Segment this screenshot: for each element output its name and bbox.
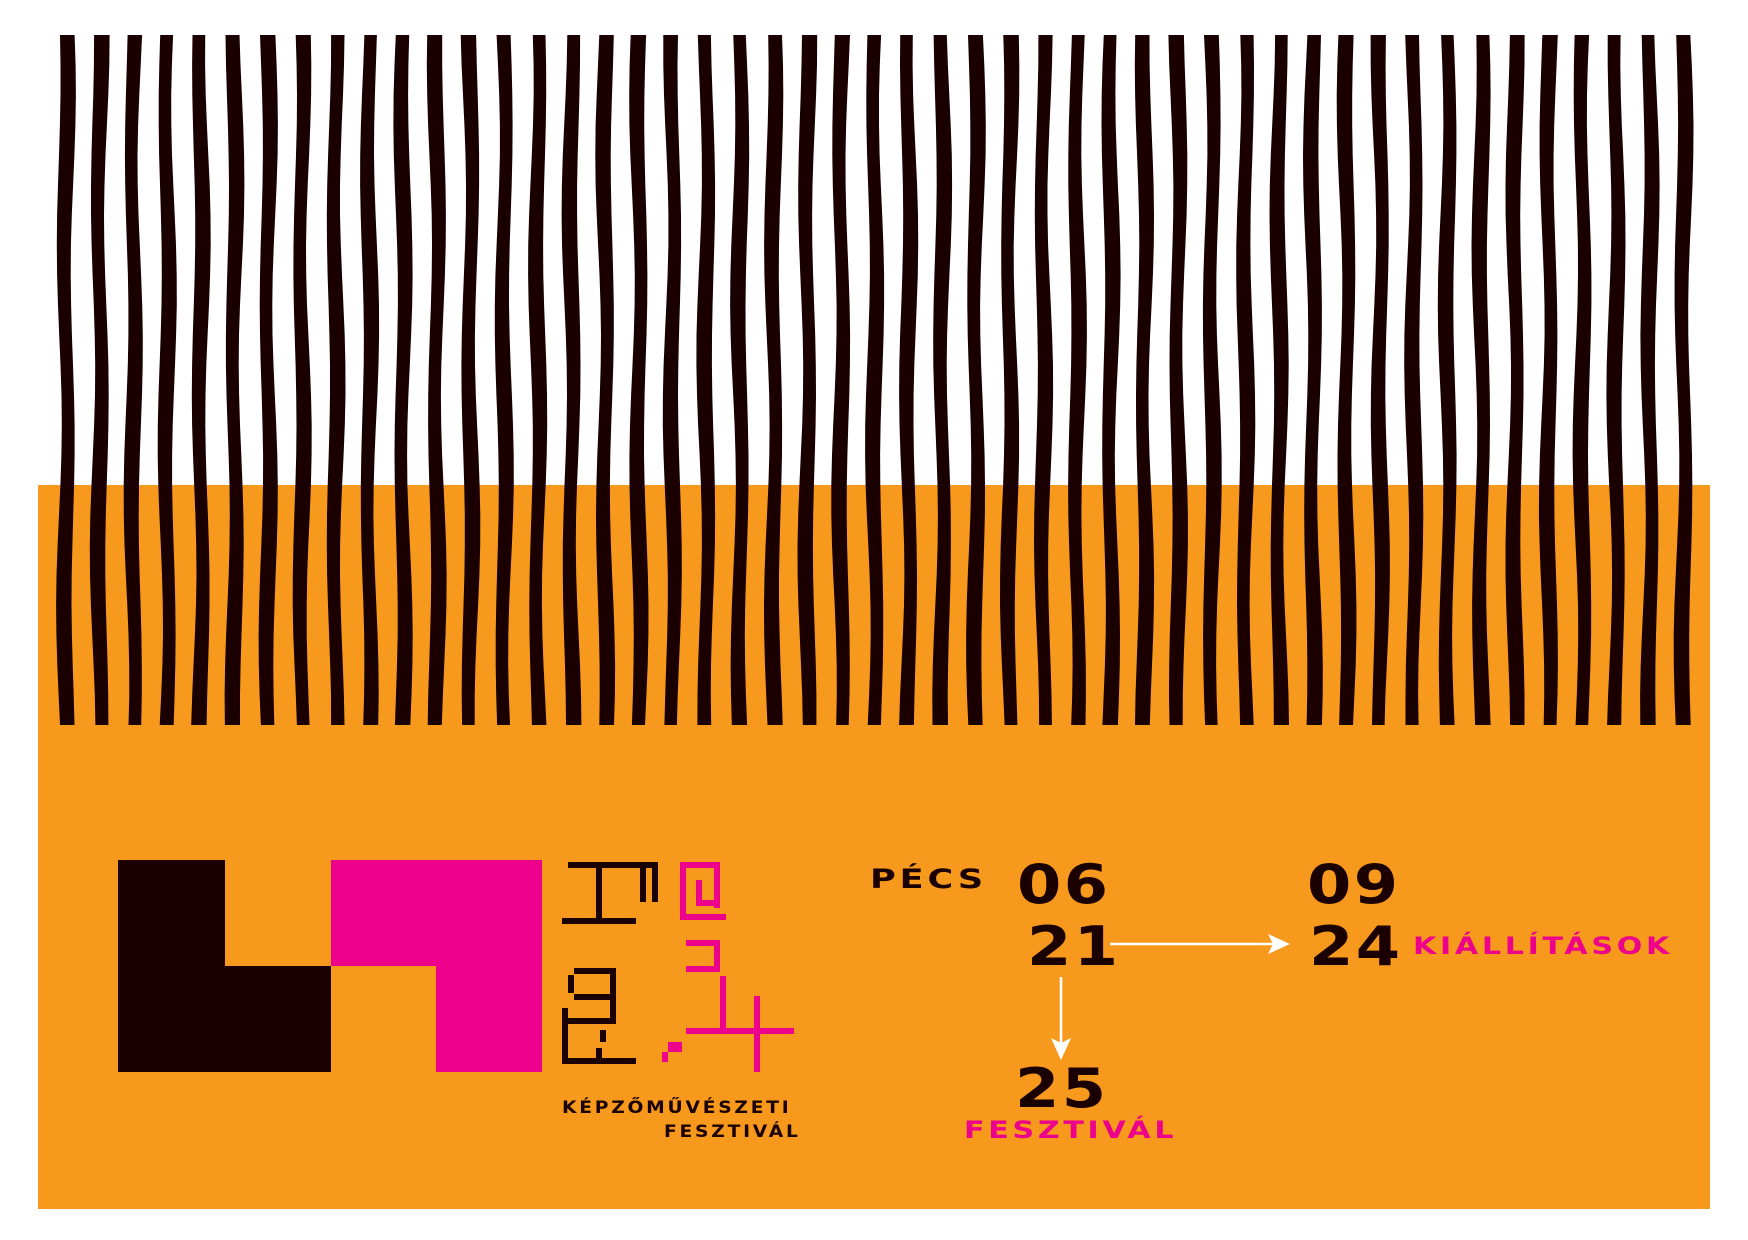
stripe bbox=[764, 35, 784, 725]
stripe bbox=[1068, 35, 1087, 725]
stripe bbox=[932, 35, 953, 725]
stripe bbox=[1370, 35, 1390, 725]
pixel-glyph-logo bbox=[562, 862, 794, 1072]
start-day: 21 bbox=[1027, 915, 1121, 978]
logo-mark bbox=[118, 860, 542, 1072]
stripe bbox=[123, 35, 143, 725]
stripe bbox=[224, 35, 245, 725]
stripe bbox=[157, 35, 177, 725]
stripe bbox=[561, 35, 582, 725]
stripe bbox=[1168, 35, 1188, 725]
stripe bbox=[662, 35, 682, 725]
stripe bbox=[730, 35, 750, 725]
stripe bbox=[56, 35, 76, 725]
stripe bbox=[1606, 35, 1626, 725]
stripe bbox=[1404, 35, 1424, 725]
stripe bbox=[1673, 35, 1694, 725]
city-label: PÉCS bbox=[870, 864, 987, 895]
arrow-right bbox=[1110, 934, 1290, 954]
stripe bbox=[797, 35, 818, 725]
stripe bbox=[1505, 35, 1525, 725]
stripe bbox=[426, 35, 447, 725]
stripe bbox=[393, 35, 413, 725]
stripe bbox=[1000, 35, 1020, 725]
end-day: 24 bbox=[1309, 915, 1403, 978]
stripe bbox=[696, 35, 716, 725]
stripe bbox=[326, 35, 346, 725]
stripe bbox=[460, 35, 481, 725]
stripe bbox=[595, 35, 616, 725]
stripe bbox=[360, 35, 380, 725]
stripe bbox=[1538, 35, 1558, 725]
stripe bbox=[1202, 35, 1222, 725]
stripe bbox=[1236, 35, 1256, 725]
stripe bbox=[292, 35, 312, 725]
stripe bbox=[899, 35, 919, 725]
stripe bbox=[629, 35, 649, 725]
logo-tagline-line2: FESZTIVÁL bbox=[664, 1122, 801, 1142]
stripe bbox=[1269, 35, 1289, 725]
stripe bbox=[1640, 35, 1660, 725]
stripe bbox=[1471, 35, 1491, 725]
stripe bbox=[1437, 35, 1457, 725]
stripe bbox=[191, 35, 211, 725]
stripe bbox=[1134, 35, 1155, 725]
end-month: 09 bbox=[1307, 853, 1401, 916]
exhibitions-label: KIÁLLÍTÁSOK bbox=[1413, 932, 1673, 960]
start-month: 06 bbox=[1017, 853, 1111, 916]
stripe bbox=[528, 35, 548, 725]
stripe bbox=[831, 35, 851, 725]
stripe bbox=[1101, 35, 1121, 725]
stripe bbox=[1572, 35, 1592, 725]
stripe bbox=[258, 35, 278, 725]
festival-day: 25 bbox=[1015, 1057, 1109, 1120]
stripe-pattern bbox=[56, 35, 1694, 725]
stripe bbox=[1303, 35, 1323, 725]
stripe bbox=[966, 35, 986, 725]
arrow-down bbox=[1051, 977, 1071, 1060]
stripe bbox=[865, 35, 885, 725]
logo-tagline-line1: KÉPZŐMŰVÉSZETI bbox=[562, 1098, 792, 1118]
stripe bbox=[89, 35, 110, 725]
festival-label: FESZTIVÁL bbox=[964, 1116, 1178, 1144]
stripe bbox=[1034, 35, 1054, 725]
stripe bbox=[494, 35, 514, 725]
stripe bbox=[1336, 35, 1357, 725]
